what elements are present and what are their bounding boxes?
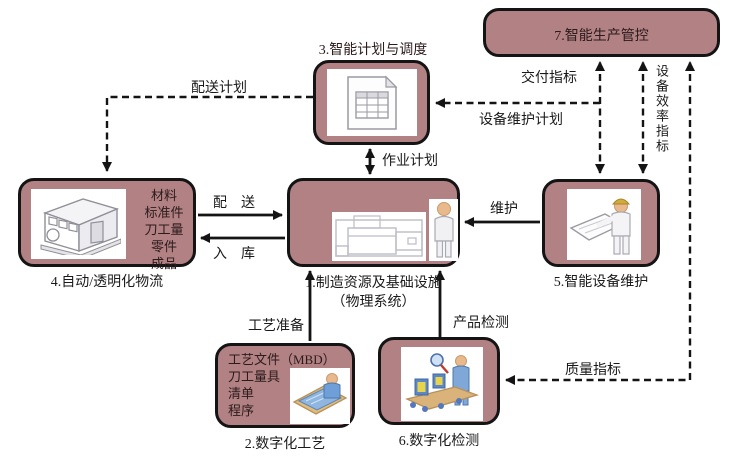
drafting-board-icon [292, 373, 348, 415]
digital-process-icon-panel [290, 368, 350, 424]
box-digital-process: 工艺文件（MBD） 刀工量具 清单 程序 [215, 343, 355, 428]
edge-distribution-plan [102, 95, 313, 172]
process-item: 清单 [228, 386, 255, 401]
planning-icon-panel [327, 69, 417, 136]
box-manufacturing-caption-line2: （物理系统） [331, 295, 416, 310]
conveyor-inspection-icon [405, 353, 480, 412]
label-product-inspection: 产品检测 [453, 316, 509, 331]
label-distribution: 配 送 [213, 196, 255, 211]
box-digital-process-caption: 2.数字化工艺 [244, 437, 326, 452]
label-quality-indicator: 质量指标 [565, 363, 621, 378]
logistics-item-list: 材料 标准件 刀工量 零件 成品 [129, 187, 199, 272]
box-logistics-caption: 4.自动/透明化物流 [50, 275, 164, 290]
box-planning [313, 60, 430, 145]
schedule-document-icon [347, 75, 398, 130]
box-digital-inspection [378, 337, 500, 425]
engineer-blueprint-icon [569, 198, 631, 255]
process-item: 工艺文件（MBD） [228, 352, 336, 367]
box-digital-inspection-caption: 6.数字化检测 [398, 434, 480, 449]
maintenance-icon-panel [567, 189, 641, 260]
inspection-icon-panel [401, 347, 483, 421]
label-process-preparation: 工艺准备 [248, 319, 304, 334]
label-distribution-plan: 配送计划 [191, 81, 247, 96]
logistics-item: 零件 [150, 239, 177, 254]
operator-icon-panel [429, 199, 458, 261]
box-production-control: 7.智能生产管控 [483, 8, 720, 57]
process-item: 程序 [228, 403, 255, 418]
box-equipment-maintenance-caption: 5.智能设备维护 [553, 275, 649, 290]
logistics-item: 标准件 [144, 205, 184, 220]
operator-person-icon [433, 202, 454, 258]
label-inbound: 入 库 [213, 247, 255, 262]
box-planning-title: 3.智能计划与调度 [318, 43, 428, 58]
box-production-control-label: 7.智能生产管控 [554, 29, 649, 44]
process-item: 刀工量具 [228, 369, 281, 384]
box-manufacturing-caption-line1: 1.制造资源及基础设施 [305, 276, 442, 291]
label-equipment-maintenance-plan: 设备维护计划 [479, 113, 563, 128]
warehouse-icon [40, 198, 121, 255]
logistics-item: 成品 [150, 256, 177, 271]
machine-icon-panel [332, 212, 426, 261]
box-equipment-maintenance [542, 179, 660, 267]
machine-tool-icon [335, 215, 423, 257]
label-maintenance: 维护 [490, 202, 518, 217]
label-equipment-efficiency-indicator: 设备效率指标 [654, 64, 669, 154]
logistics-item: 刀工量 [144, 222, 184, 237]
logistics-item: 材料 [150, 188, 177, 203]
label-job-plan: 作业计划 [382, 154, 438, 169]
box-logistics: 材料 标准件 刀工量 零件 成品 [18, 178, 196, 271]
process-item-list: 工艺文件（MBD） 刀工量具 清单 程序 [228, 351, 356, 419]
label-delivery-indicator: 交付指标 [521, 71, 577, 86]
logistics-icon-panel [31, 189, 126, 259]
box-manufacturing-resources [287, 178, 460, 267]
